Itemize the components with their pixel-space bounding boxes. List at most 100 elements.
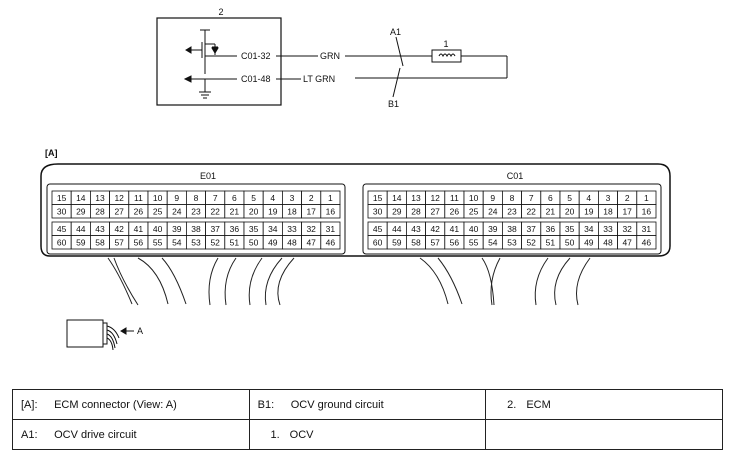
terminal-c01-48: C01-48 — [241, 74, 271, 84]
pin-number: 13 — [411, 193, 421, 203]
wire-harness — [107, 257, 591, 306]
pin-number: 59 — [392, 238, 402, 248]
connector-outline — [40, 163, 671, 257]
pin-number: 57 — [114, 238, 124, 248]
legend-cell-ecm: 2.ECM — [485, 389, 723, 420]
pin-number: 14 — [392, 193, 402, 203]
pin-number: 7 — [529, 193, 534, 203]
pin-number: 55 — [153, 238, 163, 248]
point-a1: A1 — [390, 27, 401, 37]
pin-number: 11 — [134, 193, 143, 203]
pin-number: 45 — [373, 224, 383, 234]
pin-number: 34 — [584, 224, 594, 234]
pin-number: 19 — [268, 207, 278, 217]
pin-number: 11 — [450, 193, 459, 203]
schematic — [156, 17, 508, 106]
harness-wire — [137, 257, 169, 305]
pin-number: 13 — [95, 193, 105, 203]
wiring-diagram: 2 C01-32 C01-48 GRN LT GRN A1 B1 1 [A] E… — [40, 7, 671, 351]
pin-number: 24 — [172, 207, 182, 217]
harness-wire — [248, 257, 263, 306]
ocv-number-label: 1 — [443, 39, 448, 49]
legend-table: [A]: ECM connector (View: A) B1: OCV gro… — [12, 389, 723, 450]
schematic-labels: 2 C01-32 C01-48 GRN LT GRN A1 B1 1 — [218, 7, 448, 109]
pin-number: 29 — [392, 207, 402, 217]
pin-number: 34 — [268, 224, 278, 234]
pin-number: 36 — [546, 224, 556, 234]
pin-number: 42 — [114, 224, 124, 234]
pin-number: 30 — [57, 207, 67, 217]
harness-wire — [554, 257, 571, 306]
pin-number: 52 — [526, 238, 536, 248]
pin-number: 31 — [326, 224, 336, 234]
pin-number: 50 — [249, 238, 259, 248]
pin-number: 30 — [373, 207, 383, 217]
pin-number: 47 — [622, 238, 632, 248]
pin-number: 17 — [622, 207, 632, 217]
pin-number: 21 — [546, 207, 556, 217]
view-arrow-label: A — [137, 326, 143, 336]
pin-number: 59 — [76, 238, 86, 248]
point-b1: B1 — [388, 99, 399, 109]
pin-number: 16 — [642, 207, 652, 217]
pin-cell — [636, 235, 657, 250]
legend-row: [A]: ECM connector (View: A) B1: OCV gro… — [12, 389, 723, 420]
pin-number: 39 — [172, 224, 182, 234]
pin-number: 33 — [603, 224, 613, 234]
pin-number: 60 — [373, 238, 383, 248]
connector-view-label: [A] — [45, 148, 58, 158]
pin-number: 57 — [430, 238, 440, 248]
pin-number: 1 — [644, 193, 649, 203]
pin-number: 29 — [76, 207, 86, 217]
ecm-box — [156, 17, 282, 106]
wire-color-2: LT GRN — [303, 74, 335, 84]
pin-number: 56 — [450, 238, 460, 248]
harness-wire — [576, 257, 591, 306]
harness-wire — [107, 257, 133, 305]
harness-wire — [419, 257, 449, 305]
pin-number: 51 — [230, 238, 240, 248]
pin-number: 6 — [232, 193, 237, 203]
pin-number: 49 — [584, 238, 594, 248]
pin-cell — [320, 235, 341, 250]
pin-number: 50 — [565, 238, 575, 248]
wire-color-1: GRN — [320, 51, 340, 61]
pin-number: 28 — [95, 207, 105, 217]
pin-number: 55 — [469, 238, 479, 248]
e01-label: E01 — [200, 171, 216, 181]
pin-number: 56 — [134, 238, 144, 248]
legend-cell-empty — [485, 419, 723, 450]
pin-number: 36 — [230, 224, 240, 234]
pin-number: 58 — [411, 238, 421, 248]
pin-number: 53 — [191, 238, 201, 248]
driver-transistor-icon — [185, 29, 237, 74]
pin-number: 2 — [625, 193, 630, 203]
legend-row: A1: OCV drive circuit 1.OCV — [12, 419, 723, 450]
pin-number: 16 — [326, 207, 336, 217]
pin-number: 22 — [210, 207, 220, 217]
pin-number: 49 — [268, 238, 278, 248]
pin-number: 38 — [507, 224, 517, 234]
pin-number: 47 — [306, 238, 316, 248]
pin-number: 40 — [469, 224, 479, 234]
pin-number: 31 — [642, 224, 652, 234]
ecm-number-label: 2 — [218, 7, 223, 17]
pin-number: 24 — [488, 207, 498, 217]
pin-number: 46 — [326, 238, 336, 248]
pin-number: 14 — [76, 193, 86, 203]
harness-wire — [224, 257, 237, 306]
harness-wire — [437, 257, 463, 305]
pin-number: 35 — [565, 224, 575, 234]
pin-number: 28 — [411, 207, 421, 217]
legend-cell-b1: B1: OCV ground circuit — [248, 389, 487, 420]
harness-wire — [481, 257, 495, 306]
pin-number: 58 — [95, 238, 105, 248]
legend-cell-ocv: 1.OCV — [248, 419, 487, 450]
pin-number: 4 — [270, 193, 275, 203]
pin-number: 32 — [622, 224, 632, 234]
pin-number: 23 — [507, 207, 517, 217]
pin-number: 37 — [526, 224, 536, 234]
pin-number: 19 — [584, 207, 594, 217]
pin-cell — [320, 204, 341, 219]
